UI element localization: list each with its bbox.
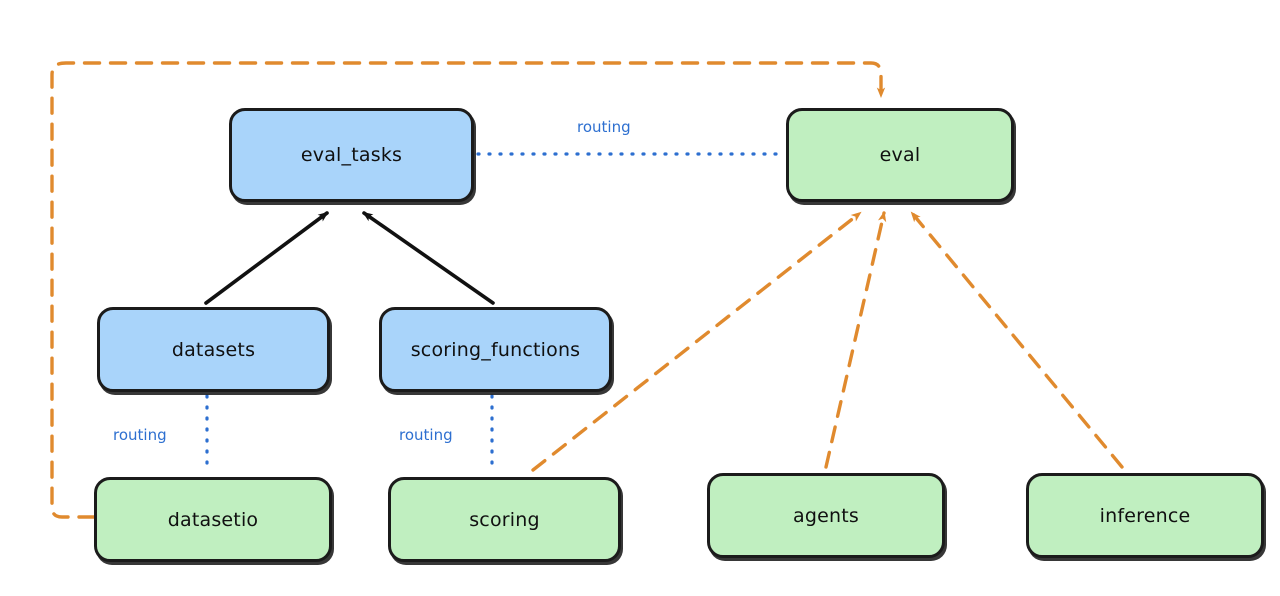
node-agents[interactable]: agents <box>707 473 945 558</box>
node-label: datasetio <box>167 508 259 531</box>
node-label: eval_tasks <box>300 144 403 166</box>
node-label: agents <box>793 504 859 527</box>
node-scoring[interactable]: scoring <box>388 477 621 562</box>
node-inference[interactable]: inference <box>1026 473 1264 558</box>
edge-label-routing-datasets: routing <box>113 426 167 444</box>
node-eval[interactable]: eval <box>786 108 1014 202</box>
node-datasetio[interactable]: datasetio <box>94 477 332 562</box>
node-eval-tasks[interactable]: eval_tasks <box>229 108 474 202</box>
node-label: datasets <box>171 338 256 361</box>
edge-scoring_functions-to-eval_tasks <box>362 211 495 305</box>
node-label: scoring <box>469 508 540 531</box>
node-label: inference <box>1099 504 1191 527</box>
node-label: scoring_functions <box>410 338 581 361</box>
edge-inference-to-eval <box>910 211 1124 469</box>
edge-label-routing-scoring-functions: routing <box>399 426 453 444</box>
node-datasets[interactable]: datasets <box>97 307 330 392</box>
edge-datasets-to-eval_tasks <box>204 211 329 305</box>
node-label: eval <box>879 144 921 166</box>
edge-agents-to-eval <box>824 211 887 469</box>
node-scoring-functions[interactable]: scoring_functions <box>379 307 612 392</box>
edge-label-routing-eval: routing <box>577 118 631 136</box>
